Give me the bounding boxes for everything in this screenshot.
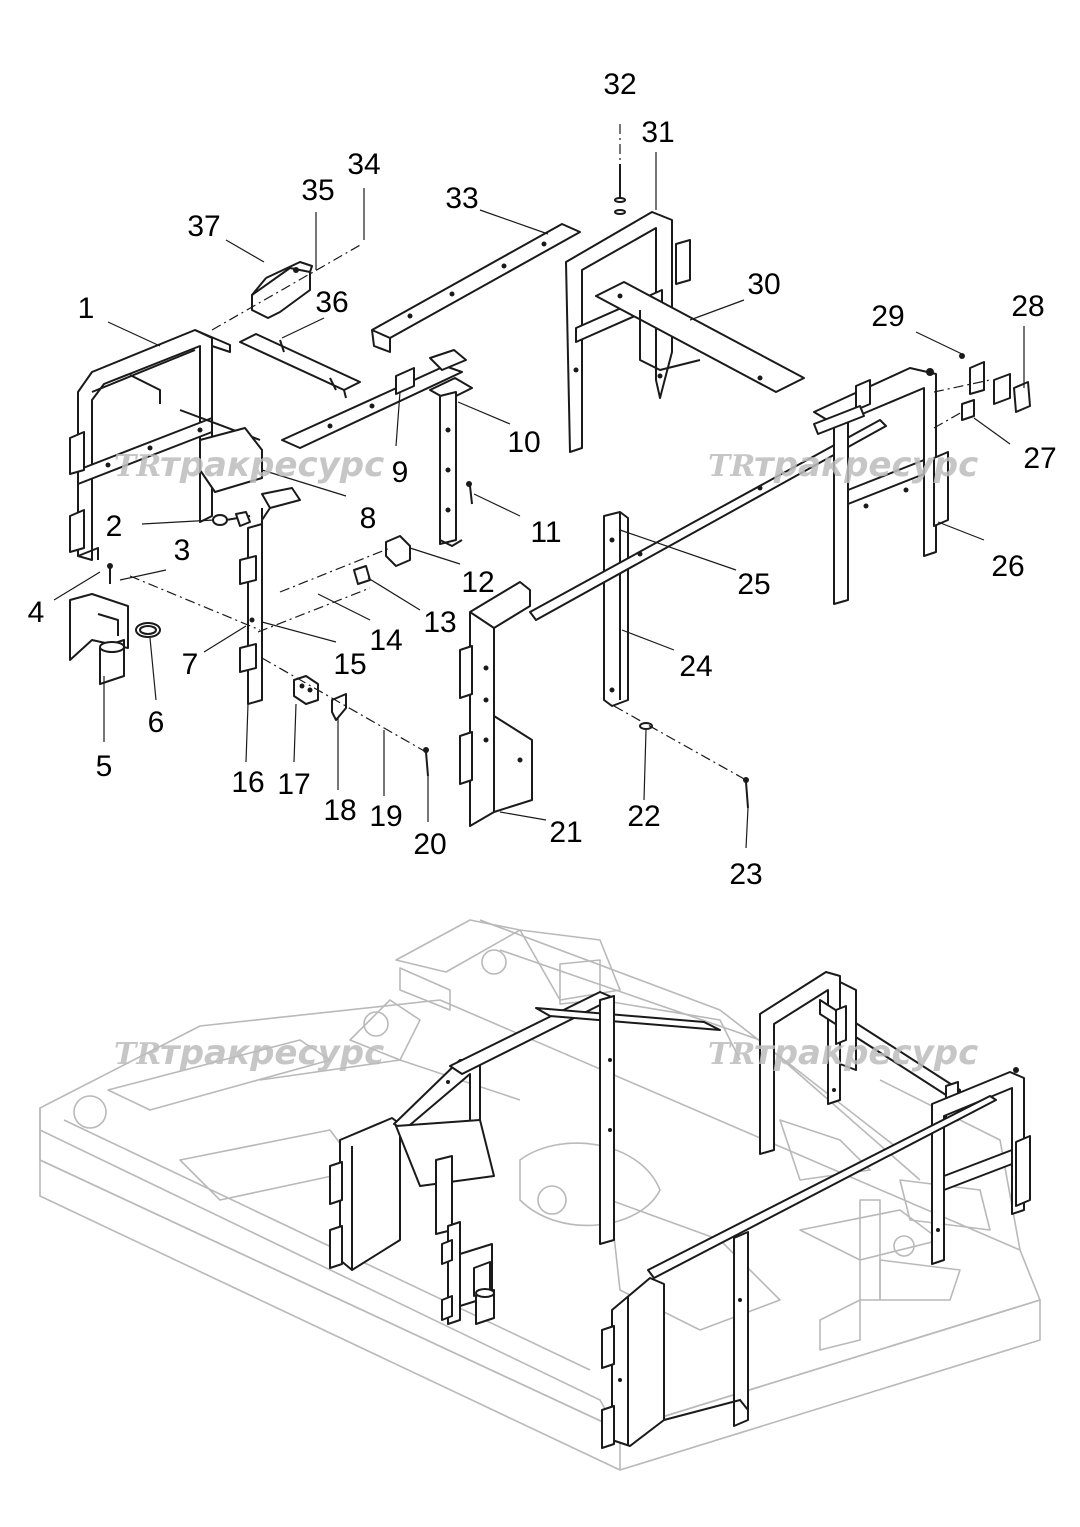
callout-21: 21 (549, 816, 582, 849)
watermark-text: тракресурс (754, 1033, 978, 1073)
callout-11: 11 (530, 516, 561, 549)
callout-8: 8 (360, 502, 377, 535)
part-10-vertical-strap (429, 377, 473, 547)
callout-12: 12 (461, 566, 494, 599)
watermark-text: тракресурс (160, 445, 384, 485)
callout-20: 20 (413, 828, 446, 861)
part-25-long-rail (529, 419, 887, 621)
callout-4: 4 (28, 596, 45, 629)
callout-10: 10 (507, 426, 540, 459)
callout-19: 19 (369, 800, 402, 833)
part-29-clip (959, 353, 985, 395)
watermark-logo: TR (114, 1037, 161, 1072)
watermarks: TR тракресурс TR тракресурс TR тракресур… (114, 445, 978, 1073)
part-4-screw (107, 563, 113, 584)
watermark-1: TR тракресурс (114, 445, 384, 485)
callout-3: 3 (174, 534, 191, 567)
callout-17: 17 (277, 768, 310, 801)
watermark-logo: TR (708, 1037, 755, 1072)
watermark-text: тракресурс (754, 445, 978, 485)
part-2-eye-bolt (212, 511, 251, 527)
callout-2: 2 (106, 510, 123, 543)
chassis-ghost (39, 919, 1041, 1471)
part-33-top-bar (371, 223, 581, 353)
part-13-plate (353, 565, 371, 585)
callout-9: 9 (392, 456, 409, 489)
callout-15: 15 (333, 648, 366, 681)
watermark-4: TR тракресурс (708, 1033, 978, 1073)
callout-7: 7 (182, 648, 199, 681)
installed-frames (329, 971, 1031, 1449)
callout-24: 24 (679, 650, 712, 683)
part-9-top-bar (281, 349, 467, 449)
part-17-hinge (293, 675, 319, 705)
part-27-plate (961, 399, 975, 421)
callout-29: 29 (871, 300, 904, 333)
callout-5: 5 (96, 750, 113, 783)
callout-16: 16 (231, 766, 264, 799)
part-1-left-frame (69, 329, 263, 561)
callout-22: 22 (627, 800, 660, 833)
callout-34: 34 (347, 148, 380, 181)
callout-36: 36 (315, 286, 348, 319)
callout-13: 13 (423, 606, 456, 639)
part-32-bolt-stack (614, 164, 626, 215)
part-37-bracket (251, 261, 313, 319)
watermark-text: тракресурс (160, 1033, 384, 1073)
callout-37: 37 (187, 210, 220, 243)
callout-6: 6 (148, 706, 165, 739)
part-5-bracket-housing (69, 593, 129, 685)
part-36-plate (239, 333, 361, 399)
watermark-2: TR тракресурс (708, 445, 978, 485)
callout-23: 23 (729, 858, 762, 891)
watermark-logo: TR (114, 449, 161, 484)
callout-labels: 1 2 3 4 5 6 7 8 9 10 11 12 13 14 15 16 1… (28, 68, 1057, 891)
part-24-vertical-post (603, 511, 629, 707)
assembled-view (39, 919, 1041, 1471)
part-16-post (239, 487, 301, 705)
part-30-cross-member (595, 281, 805, 393)
part-28-hinge (993, 373, 1031, 413)
callout-14: 14 (369, 624, 402, 657)
part-26-right-frame (813, 367, 949, 605)
assembly-axis-lines (129, 124, 991, 781)
part-21-side-panel (459, 581, 533, 827)
watermark-3: TR тракресурс (114, 1033, 384, 1073)
callout-27: 27 (1023, 442, 1056, 475)
callout-33: 33 (445, 182, 478, 215)
part-18-plate (331, 693, 347, 721)
callout-25: 25 (737, 568, 770, 601)
callout-31: 31 (641, 116, 674, 149)
part-11-bolt (466, 481, 473, 505)
leader-lines (53, 152, 1025, 849)
callout-18: 18 (323, 794, 356, 827)
part-23-bolt (743, 777, 749, 809)
callout-32: 32 (603, 68, 636, 101)
callout-26: 26 (991, 550, 1024, 583)
part-12-clip (385, 535, 411, 567)
part-22-washer (639, 722, 653, 730)
part-6-ring (135, 622, 161, 638)
exploded-view: 1 2 3 4 5 6 7 8 9 10 11 12 13 14 15 16 1… (28, 68, 1057, 891)
callout-1: 1 (78, 292, 95, 325)
callout-30: 30 (747, 268, 780, 301)
callout-28: 28 (1011, 290, 1044, 323)
callout-35: 35 (301, 174, 334, 207)
watermark-logo: TR (708, 449, 755, 484)
